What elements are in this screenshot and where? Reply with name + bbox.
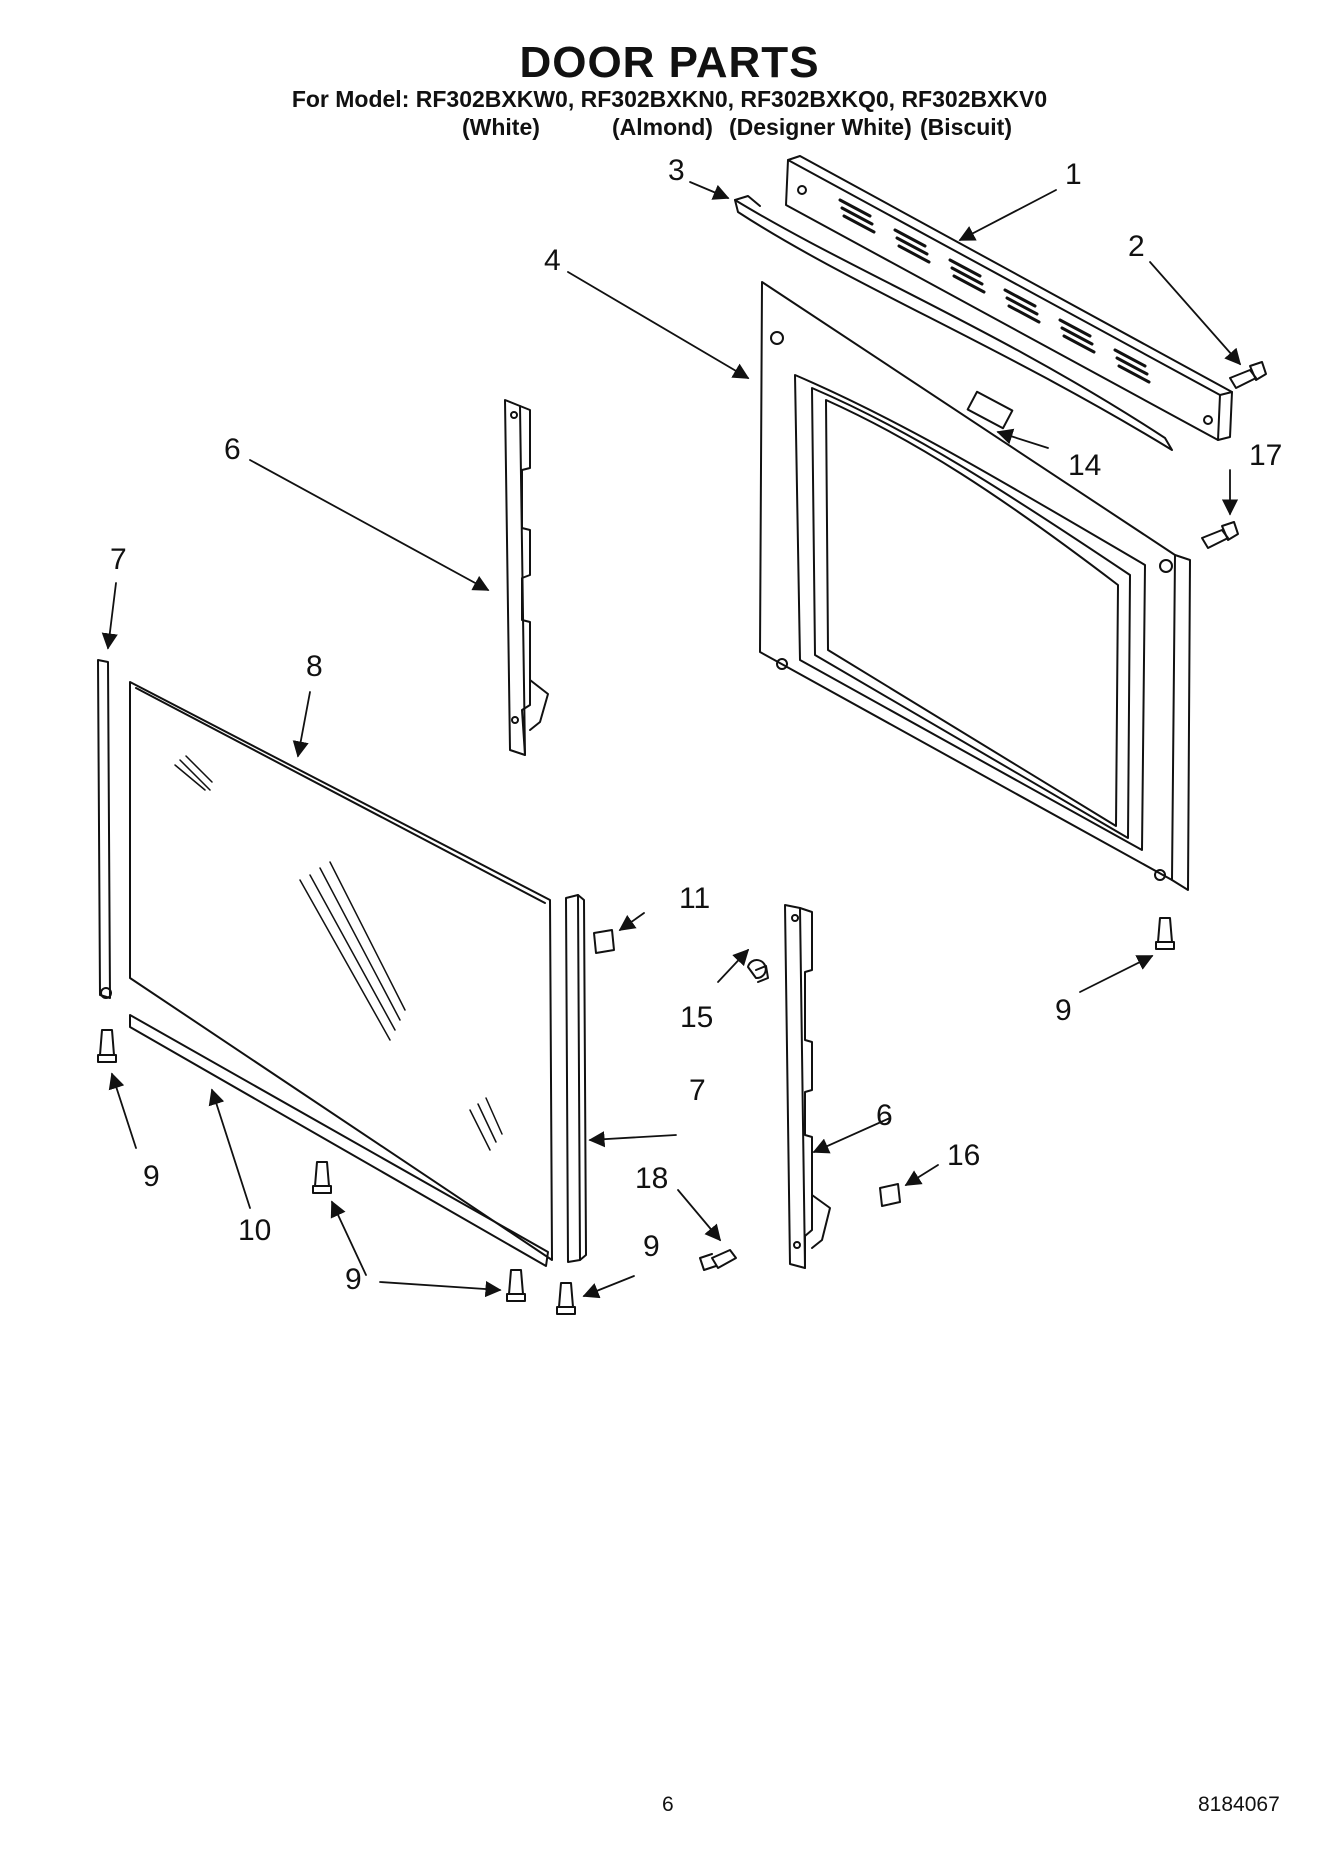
- page-number: 6: [662, 1793, 674, 1816]
- door-handle-part-3: [734, 195, 1173, 451]
- side-trim-part-7-right: [565, 894, 587, 1263]
- callout-9-trim: 9: [643, 1230, 660, 1263]
- callout-9-left: 9: [143, 1160, 160, 1193]
- side-trim-part-7-left: [97, 659, 112, 999]
- callout-6-lower: 6: [876, 1099, 893, 1132]
- callout-9-bottom: 9: [345, 1263, 362, 1296]
- screw-part-9-left: [97, 1029, 117, 1063]
- clip-part-16: [879, 1183, 901, 1207]
- screw-part-9-trim-right: [556, 1282, 576, 1315]
- callout-3: 3: [668, 154, 685, 187]
- clip-part-11: [593, 929, 615, 954]
- color-almond: (Almond): [612, 114, 713, 140]
- screw-part-2: [1229, 361, 1267, 389]
- model-list: For Model: RF302BXKW0, RF302BXKN0, RF302…: [291, 86, 1048, 112]
- bottom-trim-part-10: [129, 1014, 549, 1267]
- screw-part-17: [1201, 521, 1239, 549]
- callout-7-right: 7: [689, 1074, 706, 1107]
- document-number: 8184067: [1198, 1793, 1280, 1816]
- page-title: DOOR PARTS: [519, 38, 820, 87]
- callout-8: 8: [306, 650, 323, 683]
- callout-7-left: 7: [110, 543, 127, 576]
- screw-part-9-frame: [1155, 917, 1175, 950]
- callout-15: 15: [680, 1001, 714, 1034]
- inner-glass-part-8: [129, 681, 553, 1261]
- callout-10: 10: [238, 1214, 272, 1247]
- callout-4: 4: [544, 244, 561, 277]
- screw-part-18: [699, 1249, 737, 1271]
- color-biscuit: (Biscuit): [920, 114, 1012, 140]
- callout-11: 11: [679, 882, 711, 915]
- callout-2: 2: [1128, 230, 1145, 263]
- callout-16: 16: [947, 1139, 981, 1172]
- color-designer-white: (Designer White): [729, 114, 912, 140]
- screw-part-9-bottom-right: [506, 1269, 526, 1302]
- hinge-channel-part-6-upper: [504, 399, 549, 756]
- screw-part-9-bottom-center: [312, 1161, 332, 1194]
- callout-1: 1: [1065, 158, 1082, 191]
- callout-9-frame: 9: [1055, 994, 1072, 1027]
- vent-panel-part-1: [785, 155, 1233, 441]
- callout-17: 17: [1249, 439, 1283, 472]
- leader-lines: [101, 181, 1242, 1299]
- color-white: (White): [462, 114, 540, 140]
- outer-door-frame-part-4: [759, 281, 1191, 891]
- bumper-part-15: [747, 959, 769, 983]
- hinge-channel-part-6-lower: [784, 904, 831, 1269]
- callout-6-upper: 6: [224, 433, 241, 466]
- callout-14: 14: [1068, 449, 1102, 482]
- callout-18: 18: [635, 1162, 669, 1195]
